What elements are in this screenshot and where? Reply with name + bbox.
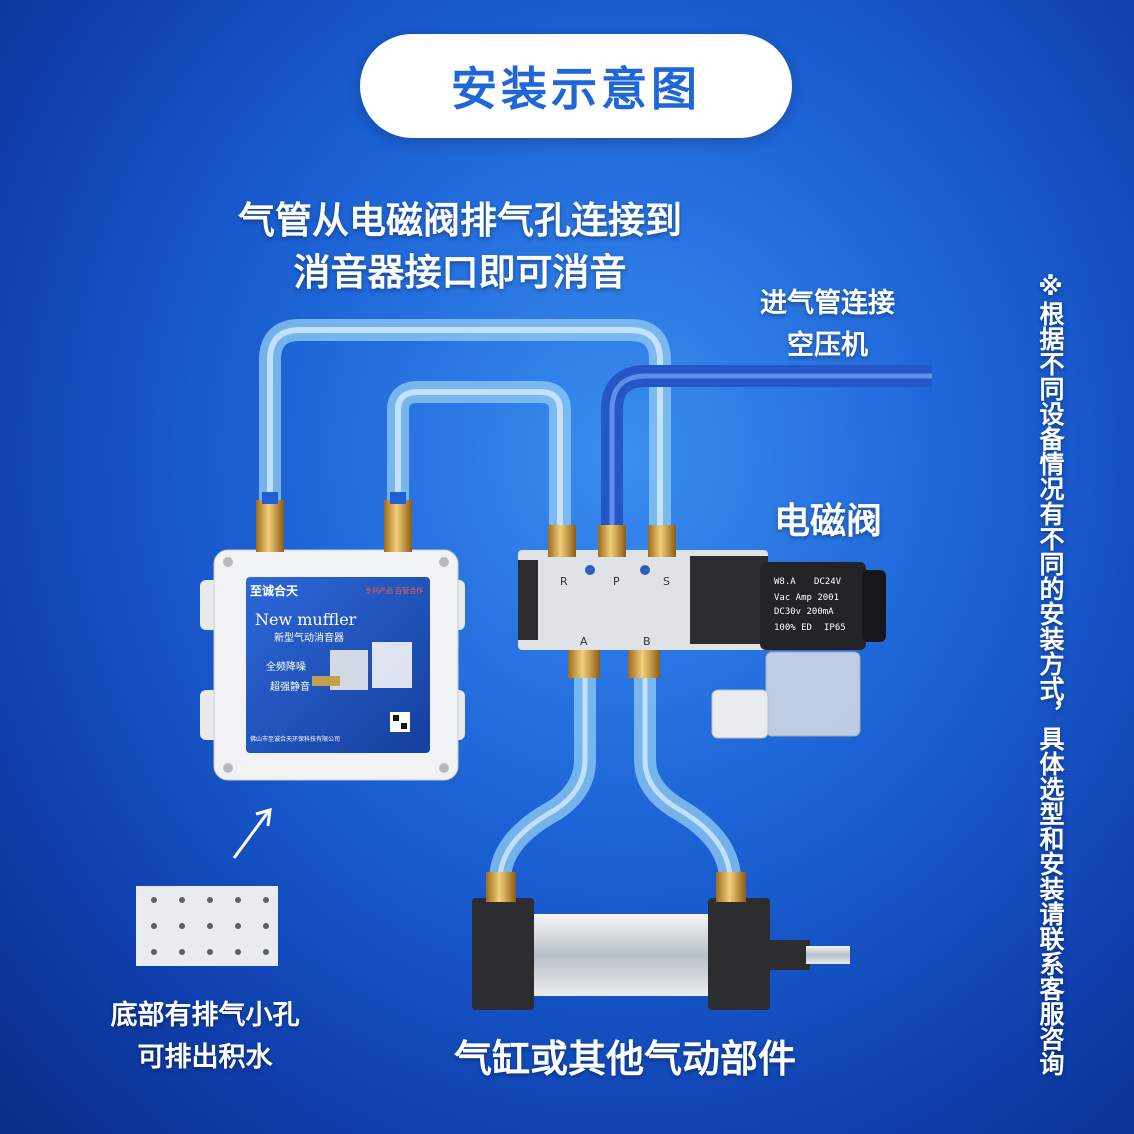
side-note: ※根据不同设备情况有不同的安装方式，具体选型和安装请联系客服咨询 (1036, 272, 1065, 1076)
exhaust-instruction: 气管从电磁阀排气孔连接到 消音器接口即可消音 (238, 199, 682, 294)
port-label-s: S (663, 575, 670, 588)
muffler-visual (312, 642, 412, 690)
svg-text:DC24V: DC24V (814, 577, 842, 587)
exhaust-tubes (259, 319, 671, 536)
cylinder-label: 气缸或其他气动部件 (453, 1037, 796, 1081)
muffler-feature-1: 全频降噪 (266, 660, 306, 673)
muffler-brand: 至诚合天 (250, 583, 299, 598)
port-label-b: B (643, 635, 651, 648)
exhaust-tube-s (387, 381, 571, 536)
muffler-fittings (256, 492, 412, 552)
svg-text:DC30v 200mA: DC30v 200mA (774, 607, 834, 617)
inlet-label: 进气管连接 空压机 (760, 288, 895, 361)
muffler-feature-2: 超强静音 (270, 680, 310, 693)
muffler-company: 佛山市至诚合天环保科技有限公司 (250, 735, 340, 743)
page-title: 安装示意图 (451, 62, 701, 116)
svg-text:IP65: IP65 (824, 623, 846, 633)
arrow-up-right-icon (232, 807, 272, 859)
drain-hole-panel (136, 886, 278, 966)
svg-text:100% ED: 100% ED (774, 623, 812, 633)
muffler-box (200, 549, 465, 781)
air-cylinder (472, 872, 850, 1010)
title-banner: 安装示意图 (360, 34, 792, 138)
svg-text:W8.A: W8.A (774, 577, 796, 587)
muffler-tag: 专利产品 百管合作 (365, 586, 423, 595)
muffler-product-en: New muffler (255, 610, 357, 629)
cylinder-tubes (489, 670, 741, 881)
muffler-product-cn: 新型气动消音器 (274, 631, 344, 644)
port-label-a: A (580, 635, 588, 648)
drain-hole-label: 底部有排气小孔 可排出积水 (110, 1000, 300, 1073)
tube-a (489, 670, 596, 881)
svg-text:Vac Amp 2001: Vac Amp 2001 (774, 593, 839, 603)
port-label-p: P (613, 575, 620, 588)
valve-label: 电磁阀 (773, 501, 882, 542)
solenoid-valve (518, 525, 886, 739)
port-label-r: R (560, 575, 568, 588)
coil-label: W8.A DC24V Vac Amp 2001 DC30v 200mA 100%… (774, 577, 846, 633)
